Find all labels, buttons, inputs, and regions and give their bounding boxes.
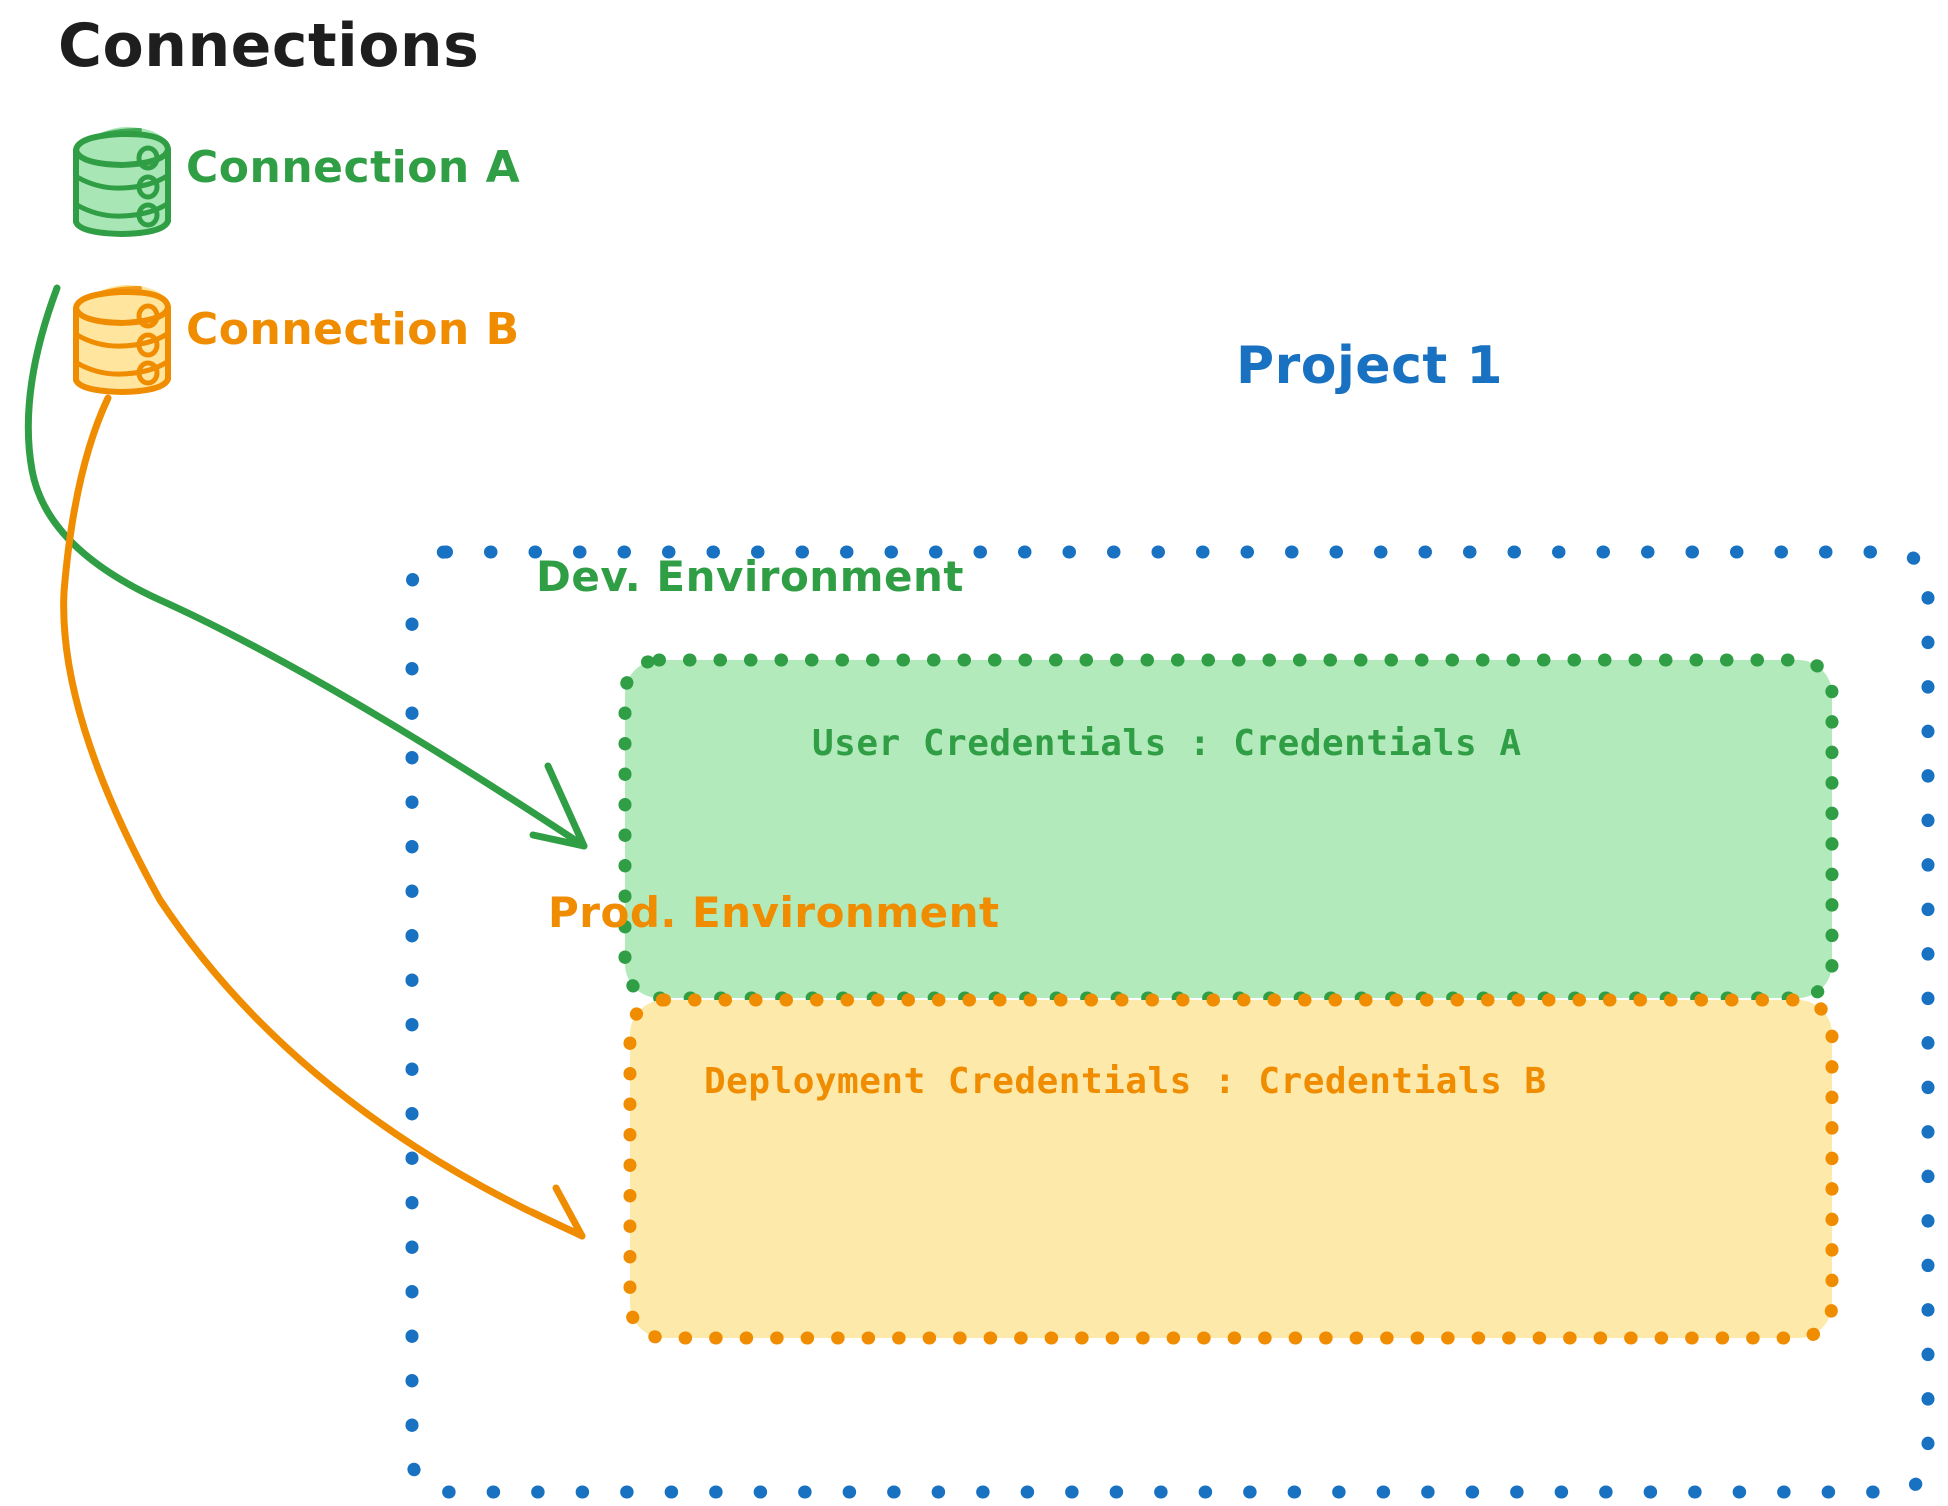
project-1-container xyxy=(405,545,1935,1499)
cylinder-a-indicator-1 xyxy=(136,145,160,171)
connection-b-label: Connection B xyxy=(186,304,520,355)
arrow-connection-a-to-dev-path xyxy=(24,284,582,846)
arrow-connection-b-to-prod-path xyxy=(60,394,578,1236)
arrow-connection-b-to-prod-head-barb-2 xyxy=(528,1208,586,1240)
arrow-connection-a-to-dev xyxy=(24,284,588,850)
dev-environment-box-fill xyxy=(625,660,1832,998)
dev-environment-box-border xyxy=(618,653,1839,1005)
cylinder-b-top-sketch xyxy=(78,286,142,304)
arrow-connection-b-to-prod xyxy=(60,394,586,1240)
connection-a-label: Connection A xyxy=(186,142,521,193)
cylinder-a-top-sketch xyxy=(78,128,142,146)
connection-a-database-cylinder-icon[interactable] xyxy=(73,126,171,237)
arrow-connection-a-to-dev-head-barb-1 xyxy=(544,762,588,850)
arrow-connection-a-to-dev-head-barb-2 xyxy=(529,831,588,850)
dev-environment-credentials-label: User Credentials : Credentials A xyxy=(812,723,1522,764)
cylinder-a-indicator-2 xyxy=(136,174,160,200)
arrow-connection-b-to-prod-head-barb-1 xyxy=(552,1184,586,1240)
cylinder-b-indicator-1 xyxy=(136,303,160,329)
cylinder-a-indicator-3 xyxy=(136,202,160,228)
prod-environment-box-fill xyxy=(630,1000,1832,1338)
cylinder-b-indicator-2 xyxy=(136,332,160,358)
cylinder-b-outline xyxy=(73,305,171,395)
cylinder-b-indicator-3 xyxy=(136,360,160,386)
prod-environment-label: Prod. Environment xyxy=(548,888,1000,937)
project-1-label: Project 1 xyxy=(1236,336,1504,396)
page-title: Connections xyxy=(58,11,480,81)
dev-environment-label: Dev. Environment xyxy=(536,552,964,601)
prod-environment-box-border xyxy=(623,993,1839,1345)
cylinder-a-outline xyxy=(73,147,171,237)
connection-b-database-cylinder-icon[interactable] xyxy=(73,284,171,395)
prod-environment-credentials-label: Deployment Credentials : Credentials B xyxy=(704,1061,1547,1102)
